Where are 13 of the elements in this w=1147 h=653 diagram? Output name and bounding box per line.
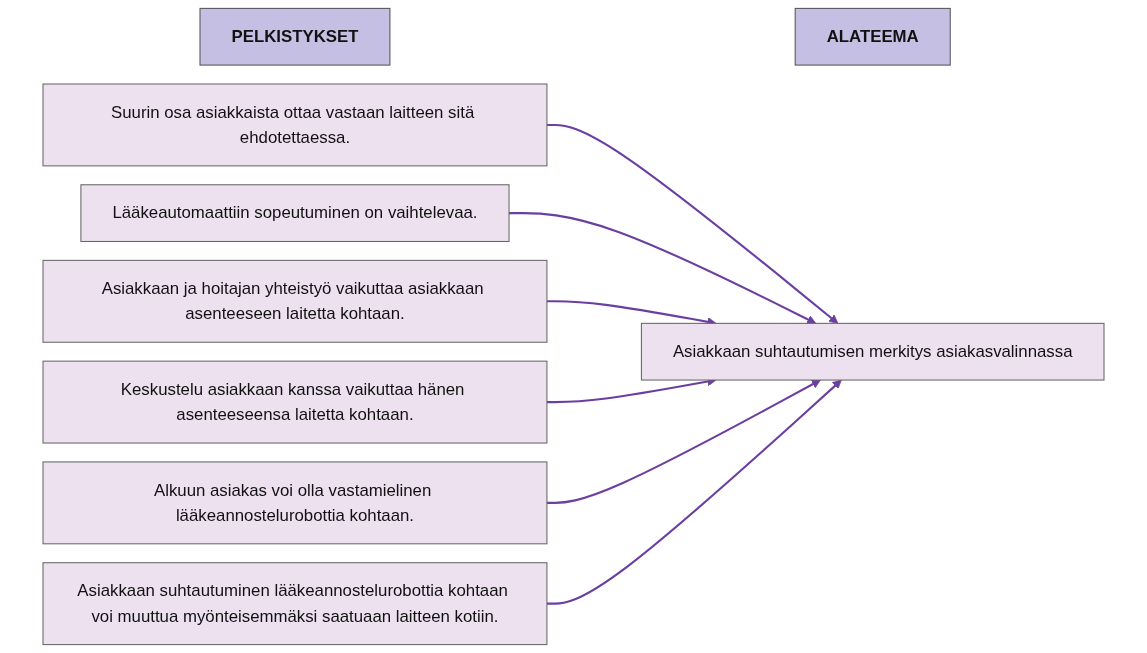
arrow — [546, 379, 821, 504]
arrow — [546, 123, 839, 324]
node-box: Lääkeautomaattiin sopeutuminen on vaihtelevaa. — [80, 184, 510, 242]
node-box: Asiakkaan suhtautumisen merkitys asiakasvalinnassa — [640, 322, 1105, 381]
node-box: PELKISTYKSET — [199, 7, 391, 66]
arrow — [546, 379, 842, 605]
node-box: Asiakkaan ja hoitajan yhteistyö vaikuttaa asiakkaan asenteeseen laitetta kohtaan. — [42, 259, 548, 343]
node-box: Asiakkaan suhtautuminen lääkeannostelurobottia kohtaan voi muuttua myönteisemmäksi saatuaan laitteen kotiin. — [42, 562, 548, 646]
arrow — [509, 212, 817, 324]
node-box: Suurin osa asiakkaista ottaa vastaan laitteen sitä ehdotettaessa. — [42, 83, 548, 167]
node-box: ALATEEMA — [794, 7, 951, 66]
node-box: Keskustelu asiakkaan kanssa vaikuttaa hänen asenteeseensa laitetta kohtaan. — [42, 360, 548, 444]
node-box: Alkuun asiakas voi olla vastamielinen lääkeannostelurobottia kohtaan. — [42, 461, 548, 545]
